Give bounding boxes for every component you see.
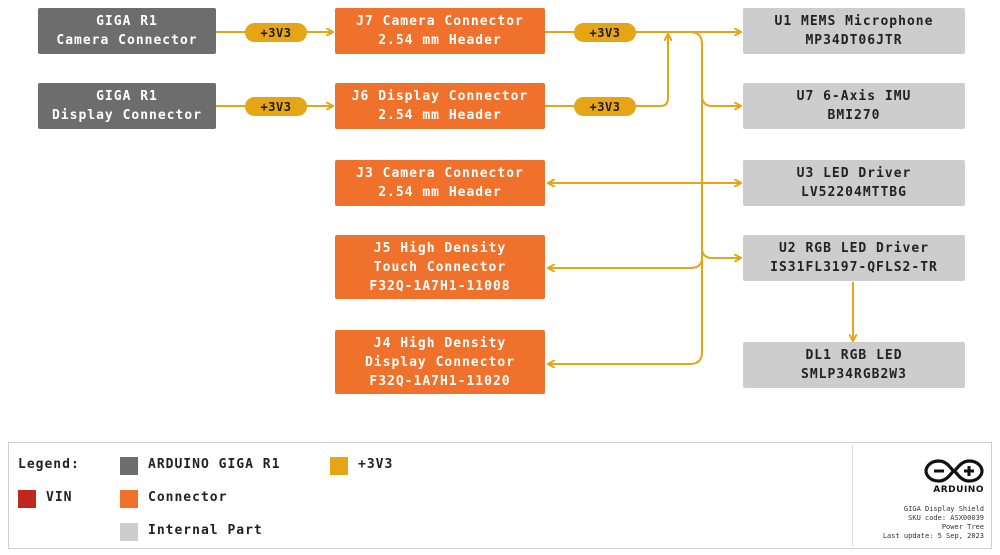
u1-mems-microphone-block: U1 MEMS Microphone MP34DT06JTR <box>743 8 965 54</box>
legend-label-vin: VIN <box>46 490 73 505</box>
block-part-number: F32Q-1A7H1-11008 <box>369 278 511 294</box>
block-subtitle: Camera Connector <box>56 33 198 48</box>
u3-led-driver-block: U3 LED Driver LV52204MTTBG <box>743 160 965 206</box>
giga-display-connector-block: GIGA R1 Display Connector <box>38 83 216 129</box>
sheet-name: Power Tree <box>941 523 984 531</box>
wire-bus-to-j5 <box>548 257 703 268</box>
block-title: J5 High Density <box>373 240 507 256</box>
legend-swatch-internal <box>120 523 138 541</box>
arduino-logo-icon <box>924 459 984 483</box>
block-subtitle: SMLP34RGB2W3 <box>801 367 907 382</box>
j3-camera-connector-block: J3 Camera Connector 2.54 mm Header <box>335 160 545 206</box>
j4-display-connector-block: J4 High Density Display Connector F32Q-1… <box>335 330 545 394</box>
block-title: DL1 RGB LED <box>805 348 903 363</box>
legend-swatch-connector <box>120 490 138 508</box>
block-subtitle: Display Connector <box>51 108 203 123</box>
block-subtitle: LV52204MTTBG <box>801 185 907 200</box>
block-title: U7 6-Axis IMU <box>796 89 912 104</box>
wire-bus-to-u7 <box>701 94 741 106</box>
block-title: GIGA R1 <box>96 89 158 104</box>
u2-rgb-led-driver-block: U2 RGB LED Driver IS31FL3197-QFLS2-TR <box>743 235 965 281</box>
block-title: J3 Camera Connector <box>356 166 524 181</box>
product-name: GIGA Display Shield <box>903 505 984 513</box>
legend-title: Legend: <box>18 457 80 472</box>
rail-label-3v3: +3V3 <box>574 23 636 42</box>
block-subtitle: Touch Connector <box>373 259 507 275</box>
last-update: Last update: 5 Sep, 2023 <box>882 532 984 540</box>
block-title: U3 LED Driver <box>796 166 912 181</box>
u7-imu-block: U7 6-Axis IMU BMI270 <box>743 83 965 129</box>
block-subtitle: IS31FL3197-QFLS2-TR <box>770 260 938 275</box>
wire-j6-to-rail <box>545 34 668 107</box>
title-block: ARDUINO GIGA Display Shield SKU code: AS… <box>852 445 992 546</box>
block-title: J6 Display Connector <box>351 89 529 104</box>
rail-label-3v3: +3V3 <box>245 97 307 116</box>
block-subtitle: BMI270 <box>827 108 881 123</box>
brand-name: ARDUINO <box>933 485 984 495</box>
block-title: J4 High Density <box>373 335 507 351</box>
sku-code: SKU code: ASX00039 <box>908 514 984 522</box>
block-subtitle: 2.54 mm Header <box>378 108 502 123</box>
legend-label-giga: ARDUINO GIGA R1 <box>148 457 281 472</box>
wire-bus-to-u2 <box>701 247 741 258</box>
j6-display-connector-block: J6 Display Connector 2.54 mm Header <box>335 83 545 129</box>
legend-swatch-giga <box>120 457 138 475</box>
giga-camera-connector-block: GIGA R1 Camera Connector <box>38 8 216 54</box>
block-subtitle: Display Connector <box>364 354 516 370</box>
block-title: U1 MEMS Microphone <box>774 14 934 29</box>
block-part-number: F32Q-1A7H1-11020 <box>369 373 511 389</box>
legend-panel: Legend: ARDUINO GIGA R1 +3V3 VIN Connect… <box>8 442 992 549</box>
wire-main-bus <box>689 31 703 365</box>
legend-swatch-vin <box>18 490 36 508</box>
legend-swatch-3v3 <box>330 457 348 475</box>
block-title: U2 RGB LED Driver <box>778 241 930 256</box>
j7-camera-connector-block: J7 Camera Connector 2.54 mm Header <box>335 8 545 54</box>
block-subtitle: 2.54 mm Header <box>378 185 502 200</box>
block-subtitle: 2.54 mm Header <box>378 33 502 48</box>
legend-label-internal: Internal Part <box>148 523 263 538</box>
dl1-rgb-led-block: DL1 RGB LED SMLP34RGB2W3 <box>743 342 965 388</box>
rail-label-3v3: +3V3 <box>574 97 636 116</box>
legend-label-3v3: +3V3 <box>358 457 394 472</box>
block-title: GIGA R1 <box>96 14 158 29</box>
block-subtitle: MP34DT06JTR <box>805 33 903 48</box>
block-title: J7 Camera Connector <box>356 14 524 29</box>
j5-touch-connector-block: J5 High Density Touch Connector F32Q-1A7… <box>335 235 545 299</box>
legend-label-connector: Connector <box>148 490 228 505</box>
rail-label-3v3: +3V3 <box>245 23 307 42</box>
